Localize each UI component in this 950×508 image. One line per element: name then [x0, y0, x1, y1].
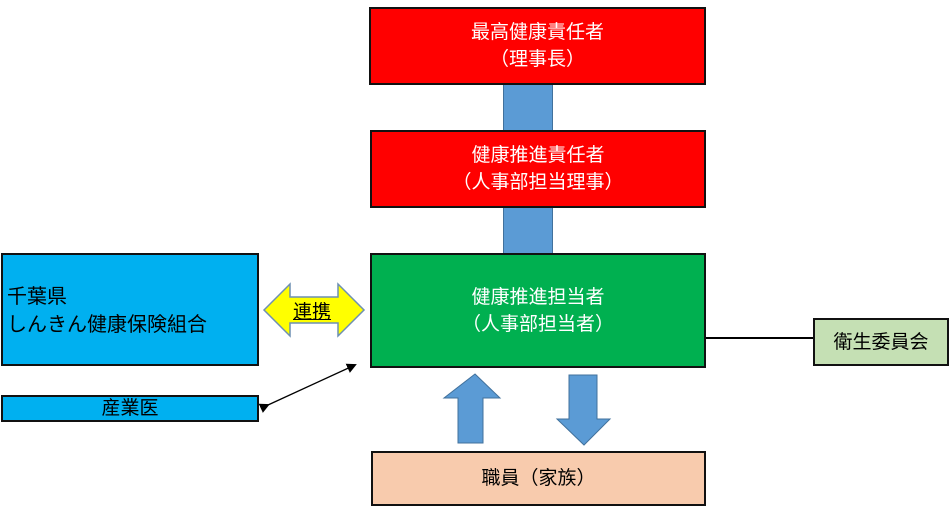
health-promotion-staff-subtitle: （人事部担当者） — [461, 312, 614, 335]
health-promotion-staff-title: 健康推進担当者 — [471, 285, 605, 308]
health-promotion-staff-box: 健康推進担当者 （人事部担当者） — [370, 253, 706, 368]
industrial-physician-label: 産業医 — [101, 397, 159, 419]
health-committee-label: 衛生委員会 — [833, 330, 929, 353]
chief-health-officer-box: 最高健康責任者 （理事長） — [369, 7, 706, 85]
report-up-arrow — [442, 373, 502, 444]
connector-officer-to-staff — [503, 207, 553, 255]
insurance-union-line2: しんきん健康保険組合 — [7, 311, 207, 336]
health-committee-box: 衛生委員会 — [813, 318, 949, 366]
health-promotion-officer-title: 健康推進責任者 — [471, 144, 605, 167]
physician-double-arrow — [258, 363, 357, 413]
health-promotion-officer-box: 健康推進責任者 （人事部担当理事） — [370, 130, 706, 208]
instruct-down-arrow — [555, 374, 612, 446]
chief-health-officer-subtitle: （理事長） — [489, 48, 585, 70]
cooperation-double-arrow — [262, 282, 366, 338]
insurance-union-line1: 千葉県 — [7, 283, 67, 308]
health-promotion-officer-subtitle: （人事部担当理事） — [452, 171, 624, 193]
insurance-union-box: 千葉県 しんきん健康保険組合 — [1, 253, 259, 366]
employees-label: 職員（家族） — [481, 467, 596, 490]
industrial-physician-box: 産業医 — [1, 395, 259, 422]
cooperation-label: 連携 — [293, 301, 332, 323]
chief-health-officer-title: 最高健康責任者 — [470, 21, 604, 44]
employees-box: 職員（家族） — [371, 451, 706, 506]
